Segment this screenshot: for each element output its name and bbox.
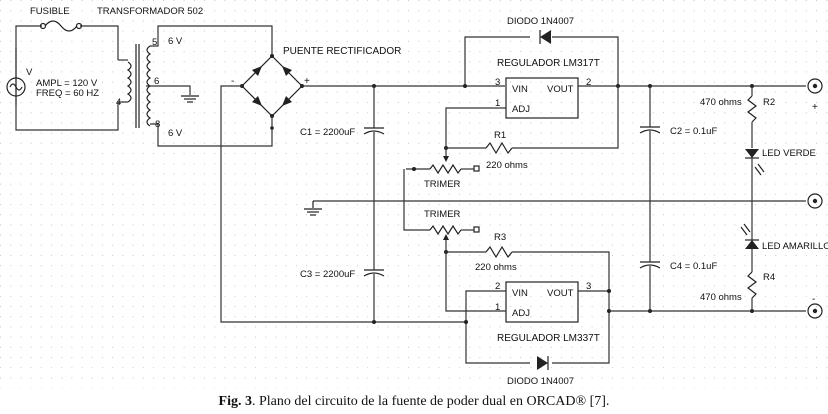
- c2-label: C2 = 0.1uF: [670, 126, 717, 137]
- source-freq: FREQ = 60 HZ: [36, 88, 99, 99]
- capacitor-c1-icon: [363, 86, 385, 324]
- ac-source-icon: [6, 77, 26, 97]
- led-yellow-label: LED AMARILLO: [762, 241, 828, 252]
- schematic: V AMPL = 120 V FREQ = 60 HZ FUSIBLE TRAN…: [0, 0, 828, 388]
- fuse-label: FUSIBLE: [30, 6, 70, 17]
- pin-6: 6: [154, 76, 159, 87]
- regulator-bottom-label: REGULADOR LM337T: [497, 333, 600, 344]
- r3-value: 220 ohms: [475, 262, 517, 273]
- r2-label: R2: [763, 97, 775, 108]
- resistor-r3-icon: [485, 245, 513, 259]
- fuse-icon: [39, 20, 83, 32]
- source-name: V: [26, 67, 33, 78]
- reg-bot-vin: VIN: [512, 288, 528, 299]
- regulator-lm317-box: [505, 77, 579, 119]
- output-minus-label: -: [812, 294, 815, 305]
- output-terminal-negative-icon[interactable]: [807, 303, 823, 319]
- transformer-icon: [117, 25, 273, 147]
- reg-top-vin: VIN: [512, 84, 528, 95]
- reg-top-pin-out: 2: [586, 77, 591, 88]
- bridge-minus: -: [231, 76, 234, 87]
- r3-label: R3: [494, 232, 506, 243]
- r4-label: R4: [763, 272, 775, 283]
- reg-bot-pin-adj: 1: [495, 302, 500, 313]
- reg-top-pin-adj: 1: [495, 98, 500, 109]
- pin-4: 4: [116, 97, 121, 108]
- r1-label: R1: [494, 130, 506, 141]
- secondary-top-voltage: 6 V: [168, 36, 183, 47]
- resistor-r4-icon: [747, 271, 757, 299]
- regulator-lm337-box: [505, 281, 579, 323]
- reg-bot-adj: ADJ: [512, 308, 530, 319]
- ground-symbol-icon: [304, 201, 322, 216]
- c3-label: C3 = 2200uF: [300, 269, 355, 280]
- grid-background: [0, 0, 828, 388]
- resistor-r2-icon: [747, 95, 757, 123]
- trimmer-bottom-label: TRIMER: [424, 209, 461, 220]
- diode-top-icon: [539, 30, 551, 44]
- bridge-rectifier-icon: [240, 54, 304, 130]
- ground-icon: [181, 95, 199, 103]
- diode-bottom-icon: [537, 356, 549, 370]
- diode-bottom-label: DIODO 1N4007: [507, 376, 574, 387]
- reg-bot-pin-out: 3: [586, 281, 591, 292]
- source-ampl: AMPL = 120 V: [36, 78, 98, 89]
- led-yellow-icon: [740, 223, 759, 249]
- diode-top-label: DIODO 1N4007: [507, 16, 574, 27]
- pin-5: 5: [152, 37, 157, 48]
- bridge-label: PUENTE RECTIFICADOR: [283, 46, 401, 57]
- regulator-top-label: REGULADOR LM317T: [497, 58, 600, 69]
- reg-top-vout: VOUT: [547, 84, 574, 95]
- r1-value: 220 ohms: [486, 160, 528, 171]
- resistor-r1-icon: [485, 141, 513, 155]
- r2-value: 470 ohms: [700, 97, 742, 108]
- reg-bot-vout: VOUT: [547, 288, 574, 299]
- caption-prefix: Fig. 3: [218, 394, 252, 409]
- trimmer-top-label: TRIMER: [424, 179, 461, 190]
- reg-top-adj: ADJ: [512, 104, 530, 115]
- trimmer-top-icon: [406, 148, 480, 175]
- output-terminal-positive-icon[interactable]: [807, 78, 823, 94]
- output-terminal-ground-icon[interactable]: [807, 193, 823, 209]
- capacitor-c2-icon: [639, 86, 661, 311]
- reg-top-pin-in: 3: [495, 77, 500, 88]
- c1-label: C1 = 2200uF: [300, 127, 355, 138]
- reg-bot-pin-in: 2: [495, 281, 500, 292]
- transformer-label: TRANSFORMADOR 502: [97, 6, 203, 17]
- bridge-plus: +: [304, 76, 310, 87]
- secondary-bottom-voltage: 6 V: [168, 128, 183, 139]
- negative-rail: [220, 85, 468, 323]
- output-plus-label: +: [812, 102, 818, 113]
- led-green-label: LED VERDE: [762, 148, 816, 159]
- caption-text: . Plano del circuito de la fuente de pod…: [252, 394, 610, 409]
- c4-label: C4 = 0.1uF: [670, 261, 717, 272]
- r4-value: 470 ohms: [700, 292, 742, 303]
- pin-8: 8: [155, 119, 160, 130]
- figure-caption: Fig. 3. Plano del circuito de la fuente …: [0, 394, 828, 410]
